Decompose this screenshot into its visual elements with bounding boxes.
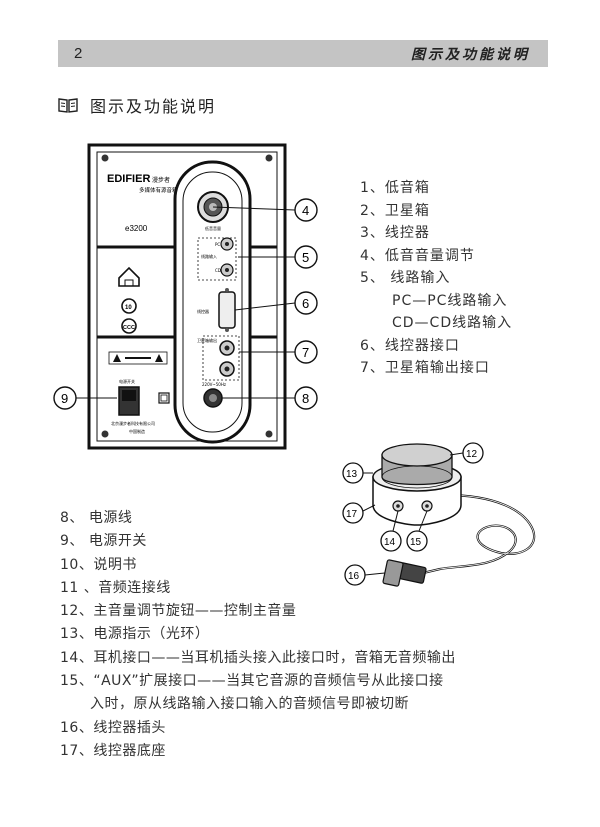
svg-text:线路输入: 线路输入 [201,253,217,259]
legend-item: 7、卫星箱输出接口 [360,360,490,376]
callout-8: 8 [294,386,318,410]
svg-text:14: 14 [384,537,396,548]
satellite-output-jacks: 卫星箱输出 220V~50Hz [197,335,240,387]
page-number: 2 [74,45,83,62]
svg-text:6: 6 [302,296,309,311]
callout-7: 7 [294,340,318,364]
legend-item: 5、 线路输入 [360,270,451,286]
function-item: 12、主音量调节旋钮——控制主音量 [60,603,297,620]
svg-text:7: 7 [302,345,309,360]
svg-text:PC: PC [215,242,220,247]
model-number: e3200 [125,224,148,233]
line-input-jacks: 线路输入 PC CD [197,237,237,281]
function-item: 11 、音频连接线 [60,579,171,596]
function-item: 14、耳机接口——当耳机插头接入此接口时，音箱无音频输出 [60,649,456,666]
svg-text:220V~50Hz: 220V~50Hz [202,382,226,387]
svg-text:4: 4 [302,203,309,218]
brand-subtitle: 多媒体有源音箱 [139,186,178,194]
legend-item: 3、线控器 [360,225,430,241]
svg-text:9: 9 [61,391,68,406]
function-item: 17、线控器底座 [60,742,166,759]
callout-5: 5 [294,245,318,269]
svg-text:电源开关: 电源开关 [119,378,135,384]
wired-controller: 12 13 17 14 15 16 [342,442,536,587]
legend-sub-item: CD—CD线路输入 [392,315,513,331]
function-item: 16、线控器插头 [60,719,166,736]
component-legend: 1、低音箱 2、卫星箱 3、线控器 4、低音音量调节 5、 线路输入 PC—PC… [360,177,512,380]
legend-item: 2、卫星箱 [360,202,430,219]
svg-text:8: 8 [302,391,309,406]
callout-17: 17 [342,502,364,524]
function-list: 8、 电源线 9、 电源开关 10、说明书 11 、音频连接线 12、主音量调节… [60,507,456,763]
callout-9: 9 [53,386,77,410]
legend-item: 6、线控器接口 [360,337,460,354]
svg-text:12: 12 [466,449,478,460]
svg-text:低音音量: 低音音量 [205,225,221,231]
power-switch: 电源开关 [118,378,170,416]
callout-16: 16 [344,564,366,586]
legend-item: 4、低音音量调节 [360,247,475,264]
callout-12: 12 [462,442,484,464]
svg-text:中国制造: 中国制造 [129,428,145,434]
function-item: 10、说明书 [60,556,137,573]
section-title: 图示及功能说明 [58,93,216,117]
brand-cn: 漫步者 [152,176,170,184]
svg-text:CD: CD [215,268,221,273]
svg-text:CCC: CCC [123,325,135,331]
certification-marks: 10 CCC [118,266,140,334]
brand-logo: EDIFIER [107,173,150,185]
function-item-continuation: 入时，原从线路输入接口输入的音频信号即被切断 [90,696,409,713]
legend-item: 1、低音箱 [360,180,430,196]
svg-text:16: 16 [348,571,360,582]
legend-sub-item: PC—PC线路输入 [392,292,508,309]
callout-4: 4 [294,198,318,222]
power-cord-inlet [203,388,223,408]
callout-6: 6 [294,291,318,315]
open-book-icon [58,98,78,113]
speaker-rear-panel: EDIFIER 漫步者 多媒体有源音箱 e3200 低音音量 线路输入 PC C… [53,143,318,450]
svg-text:10: 10 [125,305,132,311]
svg-text:北京漫步者科技有限公司: 北京漫步者科技有限公司 [111,420,155,426]
function-item: 15、“AUX”扩展接口——当其它音源的音频信号从此接口接 [60,673,444,690]
callout-13: 13 [342,462,364,484]
svg-text:线控器: 线控器 [197,308,209,314]
svg-text:5: 5 [302,250,309,265]
section-title-text: 图示及功能说明 [90,97,217,116]
function-item: 9、 电源开关 [60,533,147,550]
function-item: 8、 电源线 [60,510,133,526]
controller-plug [382,559,427,587]
master-volume-knob [381,443,453,489]
svg-text:17: 17 [346,509,358,520]
corner-screws [101,154,273,438]
svg-text:卫星箱输出: 卫星箱输出 [197,337,217,343]
callout-15: 15 [406,530,428,552]
callout-14: 14 [380,530,402,552]
function-item: 13、电源指示（光环） [60,626,210,643]
svg-text:13: 13 [346,469,358,480]
header-title: 图示及功能说明 [411,46,530,63]
header-bar: 2 图示及功能说明 [58,40,548,67]
svg-text:15: 15 [410,537,422,548]
